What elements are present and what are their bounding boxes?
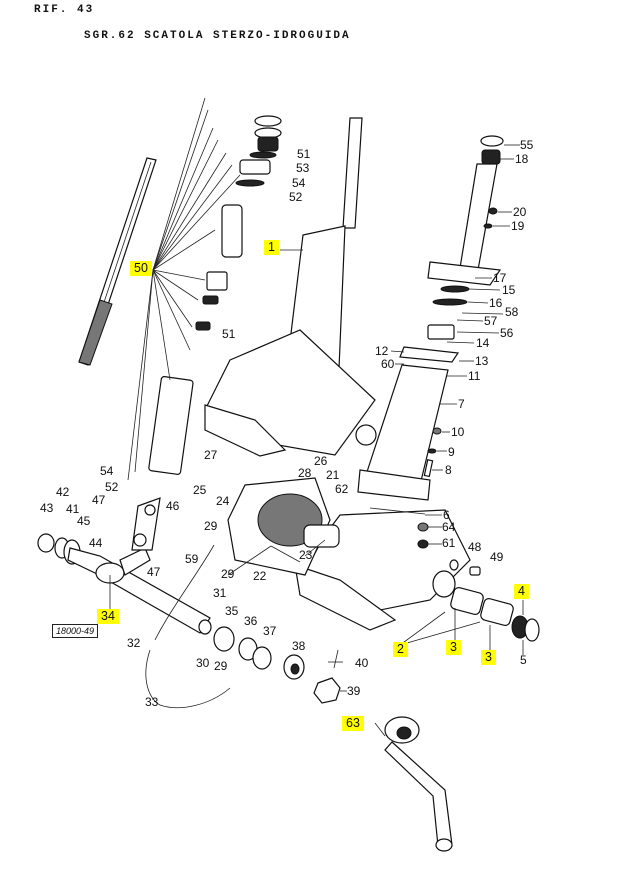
part-label-57: 57 [484,314,498,328]
seal-stack [148,115,282,475]
part-label-44: 44 [89,536,103,550]
part-label-13: 13 [475,354,489,368]
part-label-2: 2 [393,642,408,657]
part-label-40: 40 [355,656,369,670]
part-label-1: 1 [264,240,279,255]
part-label-62: 62 [335,482,349,496]
part-label-30: 30 [196,656,210,670]
part-label-14: 14 [476,336,490,350]
part-label-64: 64 [442,520,456,534]
part-label-39: 39 [347,684,361,698]
leader-lines-right [109,144,524,737]
part-label-59: 59 [185,552,199,566]
pitman-arm [384,716,453,852]
part-label-63: 63 [342,716,364,731]
input-shaft [78,157,157,366]
part-label-27: 27 [204,448,218,462]
oil-pipes [145,544,231,709]
part-label-33: 33 [145,695,159,709]
nut-and-pin [313,649,341,704]
part-label-34: 34 [97,609,119,624]
part-label-51: 51 [297,147,311,161]
part-label-24: 24 [216,494,230,508]
part-label-45: 45 [77,514,91,528]
part-label-60: 60 [381,357,395,371]
part-label-43: 43 [40,501,54,515]
part-label-29: 29 [204,519,218,533]
part-label-58: 58 [505,305,519,319]
part-label-9: 9 [448,445,455,459]
part-label-7: 7 [458,397,465,411]
steering-box-housing [204,117,377,457]
part-label-50: 50 [130,261,152,276]
part-label-35: 35 [225,604,239,618]
part-label-29: 29 [221,567,235,581]
cover-plate [227,477,340,576]
part-label-47: 47 [147,565,161,579]
drawing-code: 18000-49 [52,624,99,638]
part-label-48: 48 [468,540,482,554]
part-label-54: 54 [292,176,306,190]
part-label-12: 12 [375,344,389,358]
part-label-21: 21 [326,468,340,482]
part-label-15: 15 [502,283,516,297]
part-label-20: 20 [513,205,527,219]
part-label-52: 52 [105,480,119,494]
part-label-42: 42 [56,485,70,499]
part-label-17: 17 [493,271,507,285]
part-label-55: 55 [520,138,534,152]
part-label-3: 3 [446,640,461,655]
part-label-56: 56 [500,326,514,340]
right-column [357,135,504,501]
part-label-47: 47 [92,493,106,507]
part-label-52: 52 [289,190,303,204]
part-label-31: 31 [213,586,227,600]
part-label-36: 36 [244,614,258,628]
part-label-25: 25 [193,483,207,497]
part-label-22: 22 [253,569,267,583]
part-label-29: 29 [214,659,228,673]
part-label-6: 6 [443,508,450,522]
part-label-61: 61 [442,536,456,550]
part-label-18: 18 [515,152,529,166]
part-label-46: 46 [166,499,180,513]
washers [213,626,305,680]
part-label-26: 26 [314,454,328,468]
part-label-23: 23 [299,548,313,562]
part-label-5: 5 [520,653,527,667]
part-label-38: 38 [292,639,306,653]
part-label-53: 53 [296,161,310,175]
part-label-19: 19 [511,219,525,233]
part-label-4: 4 [514,584,529,599]
leader-lines-50 [127,97,241,481]
part-label-54: 54 [100,464,114,478]
part-label-49: 49 [490,550,504,564]
sector-shaft [37,497,212,635]
part-label-10: 10 [451,425,465,439]
part-label-11: 11 [468,369,481,383]
part-label-41: 41 [66,502,80,516]
part-label-3: 3 [481,650,496,665]
part-label-37: 37 [263,624,277,638]
part-label-51: 51 [222,327,236,341]
diagram-title: SGR.62 SCATOLA STERZO-IDROGUIDA [84,30,351,42]
lower-housing [294,509,540,642]
reference-number: RIF. 43 [34,4,95,16]
small-fasteners [369,207,498,576]
part-label-8: 8 [445,463,452,477]
part-label-16: 16 [489,296,503,310]
part-label-32: 32 [127,636,141,650]
part-label-28: 28 [298,466,312,480]
